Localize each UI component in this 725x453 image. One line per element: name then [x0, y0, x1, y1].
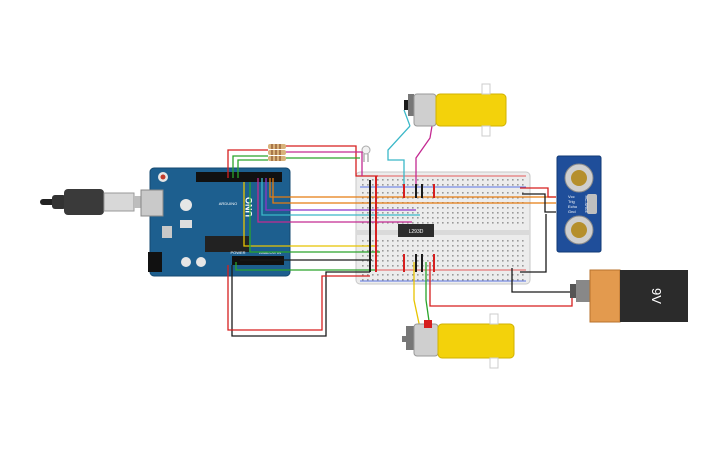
driver-ic-label: L293D [409, 229, 424, 235]
breadboard [355, 171, 531, 285]
arduino-power-label: POWER [230, 250, 245, 255]
arduino-uno: UNO ARDUINO POWER ANALOG IN [140, 167, 291, 277]
motor-driver-ic: L293D [398, 224, 434, 237]
battery-label: 9V [649, 288, 664, 304]
sensor-pin-trig: Trig [568, 199, 575, 204]
sensor-model-label: HC-SR04 [584, 195, 589, 213]
dc-motor-top [404, 83, 507, 137]
wires [227, 109, 573, 337]
arduino-model-label: UNO [244, 197, 254, 217]
sensor-pin-echo: Echo [568, 204, 578, 209]
battery-9v: 9V [570, 269, 688, 323]
resistor-array [268, 144, 286, 161]
usb-cable [40, 189, 152, 215]
arduino-brand-label: ARDUINO [219, 201, 237, 206]
ultrasonic-sensor: Vcc Trig Echo Gnd HC-SR04 [556, 155, 602, 253]
sensor-pin-vcc: Vcc [568, 194, 575, 199]
led [361, 145, 371, 162]
breadboard-holes [362, 179, 524, 281]
sensor-pin-gnd: Gnd [568, 209, 576, 214]
dc-motor-bottom [402, 313, 515, 369]
